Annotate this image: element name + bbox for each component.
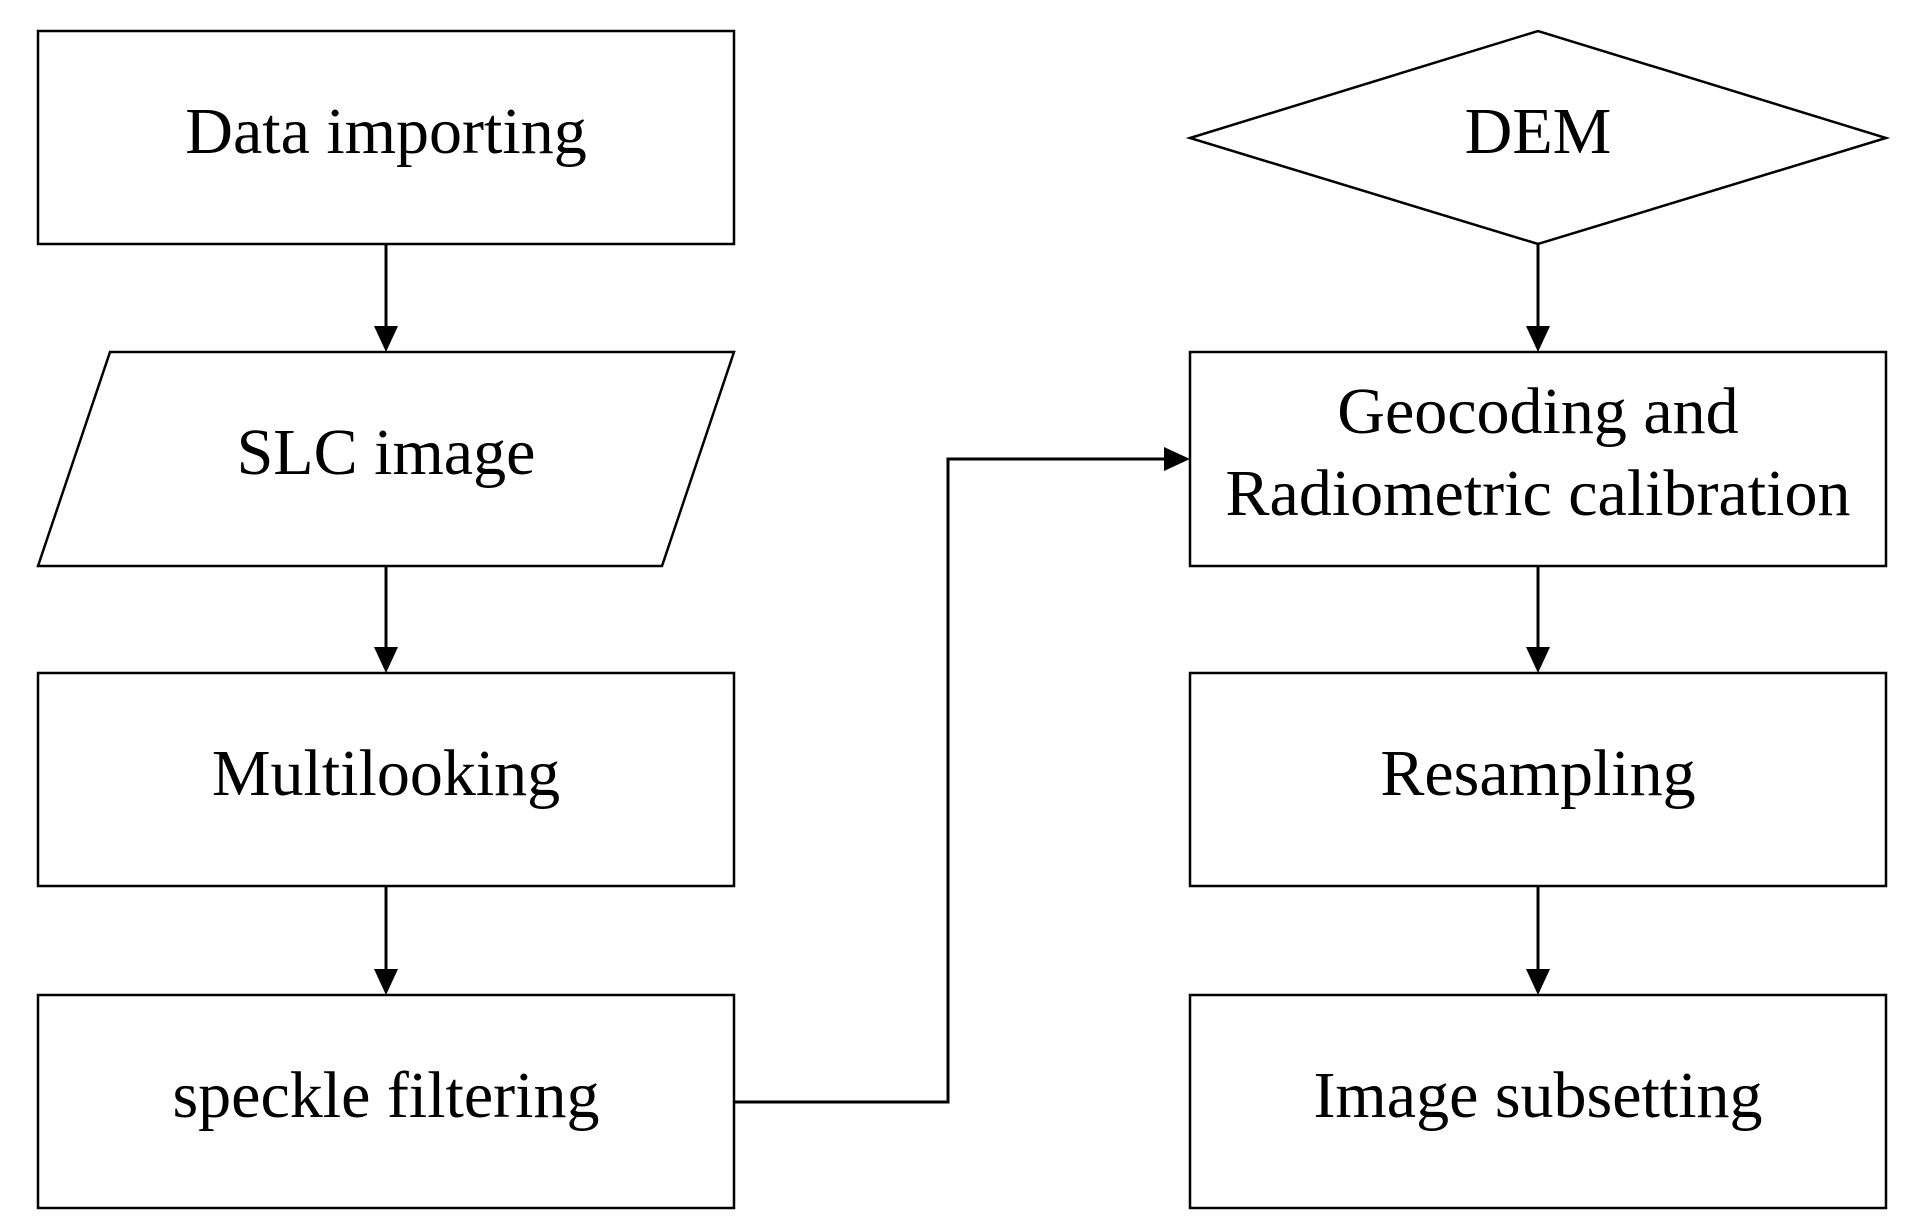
node-geocoding-calibration: Geocoding and Radiometric calibration	[1188, 350, 1888, 568]
node-label: Multilooking	[212, 737, 560, 810]
arrowhead	[1526, 647, 1550, 673]
input-diamond	[1185, 29, 1891, 246]
node-multilooking: Multilooking	[36, 671, 736, 888]
arrowhead	[1526, 326, 1550, 352]
node-image-subsetting: Image subsetting	[1188, 993, 1888, 1210]
edge-slc-image-to-multilooking	[374, 566, 398, 673]
node-dem: DEM	[1185, 29, 1891, 246]
arrowhead	[374, 969, 398, 995]
node-label-line-1: Geocoding and	[1337, 375, 1738, 448]
edge-resampling-to-image-subsetting	[1526, 886, 1550, 995]
node-label: SLC image	[237, 416, 536, 489]
edge-dem-to-geocoding	[1526, 244, 1550, 352]
arrowhead	[374, 326, 398, 352]
node-data-importing: Data importing	[36, 29, 736, 246]
process-box	[36, 29, 736, 246]
edge-geocoding-to-resampling	[1526, 566, 1550, 673]
node-speckle-filtering: speckle filtering	[36, 993, 736, 1210]
process-box	[36, 993, 736, 1210]
node-resampling: Resampling	[1188, 671, 1888, 888]
edge-multilooking-to-speckle-filtering	[374, 886, 398, 995]
node-label: Data importing	[185, 95, 586, 168]
arrowhead	[374, 647, 398, 673]
connector-line	[734, 457, 1166, 1104]
node-slc-image: SLC image	[36, 350, 736, 568]
data-parallelogram	[36, 350, 736, 568]
node-label: Image subsetting	[1313, 1059, 1762, 1132]
arrowhead	[1526, 969, 1550, 995]
node-label: DEM	[1465, 95, 1612, 168]
node-label-line-2: Radiometric calibration	[1226, 457, 1851, 530]
edge-data-importing-to-slc-image	[374, 244, 398, 352]
arrowhead	[1164, 447, 1190, 471]
node-label: Resampling	[1380, 737, 1695, 810]
process-box	[1188, 993, 1888, 1210]
edge-speckle-filtering-to-geocoding	[734, 447, 1190, 1104]
node-label: speckle filtering	[172, 1059, 599, 1132]
